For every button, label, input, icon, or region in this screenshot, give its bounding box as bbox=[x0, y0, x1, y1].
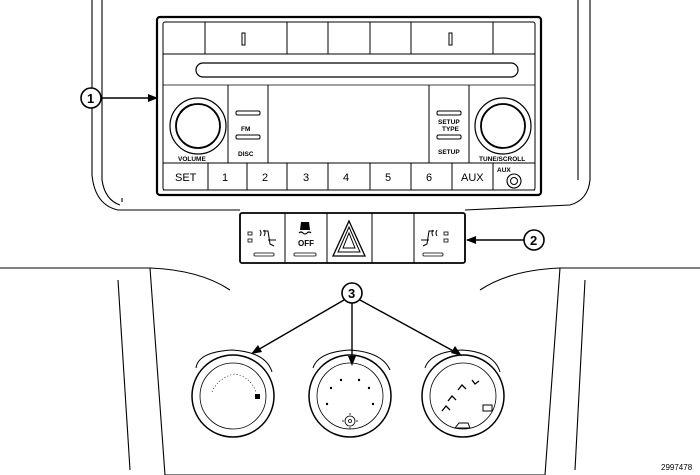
driver-heated-seat-switch[interactable] bbox=[247, 229, 276, 257]
fm-label: FM bbox=[241, 126, 250, 133]
volume-label: VOLUME bbox=[178, 156, 206, 163]
traction-control-switch[interactable] bbox=[293, 222, 317, 257]
hazard-switch[interactable] bbox=[331, 219, 367, 257]
setup-type-label-line2: TYPE bbox=[442, 126, 460, 133]
air-mode-knob[interactable] bbox=[421, 349, 505, 438]
set-button-label: SET bbox=[175, 172, 197, 184]
disc-button[interactable] bbox=[235, 134, 261, 140]
setup-type-button[interactable] bbox=[436, 110, 462, 116]
callout-1 bbox=[80, 87, 158, 109]
aux-jack-label: AUX bbox=[497, 167, 511, 174]
callout-2-label: 2 bbox=[530, 233, 537, 248]
heated-seat-icon bbox=[259, 229, 276, 247]
aux-button-label: AUX bbox=[461, 172, 484, 184]
tune-scroll-knob[interactable] bbox=[474, 97, 532, 155]
blower-speed-knob[interactable] bbox=[308, 349, 392, 438]
hazard-triangle-icon bbox=[331, 219, 367, 257]
preset-6-label: 6 bbox=[426, 172, 432, 184]
blower-dots bbox=[325, 378, 375, 406]
callout-3-label: 3 bbox=[348, 286, 355, 301]
switch-bank: OFF bbox=[239, 212, 466, 264]
preset-2-label: 2 bbox=[262, 172, 268, 184]
radio-unit: VOLUME FM DISC SETUP TYPE SETUP bbox=[155, 15, 543, 197]
setup-label: SETUP bbox=[438, 149, 460, 156]
disc-label: DISC bbox=[238, 151, 254, 158]
fm-button[interactable] bbox=[235, 110, 261, 116]
traction-control-icon bbox=[298, 222, 312, 235]
radio-top-strip bbox=[163, 22, 535, 55]
traction-off-label: OFF bbox=[298, 239, 314, 248]
aux-jack[interactable] bbox=[506, 173, 522, 189]
tune-scroll-label: TUNE/SCROLL bbox=[479, 156, 525, 163]
setup-type-label-line1: SETUP bbox=[438, 119, 460, 126]
callout-2 bbox=[466, 229, 545, 251]
cd-slot[interactable] bbox=[195, 62, 519, 78]
preset-5-label: 5 bbox=[385, 172, 391, 184]
callout-1-label: 1 bbox=[87, 91, 94, 106]
preset-4-label: 4 bbox=[343, 172, 349, 184]
preset-1-label: 1 bbox=[222, 172, 228, 184]
preset-3-label: 3 bbox=[303, 172, 309, 184]
callout-3 bbox=[251, 282, 462, 366]
fan-icon bbox=[342, 413, 358, 429]
setup-button[interactable] bbox=[436, 134, 462, 140]
radio-display bbox=[227, 85, 470, 163]
heated-seat-icon bbox=[421, 229, 438, 247]
airflow-mode-icons bbox=[441, 379, 493, 429]
temperature-knob[interactable] bbox=[191, 349, 275, 438]
preset-row bbox=[163, 162, 535, 191]
figure-id: 2997478 bbox=[661, 463, 693, 472]
passenger-heated-seat-switch[interactable] bbox=[421, 229, 449, 257]
volume-knob[interactable] bbox=[169, 97, 227, 155]
